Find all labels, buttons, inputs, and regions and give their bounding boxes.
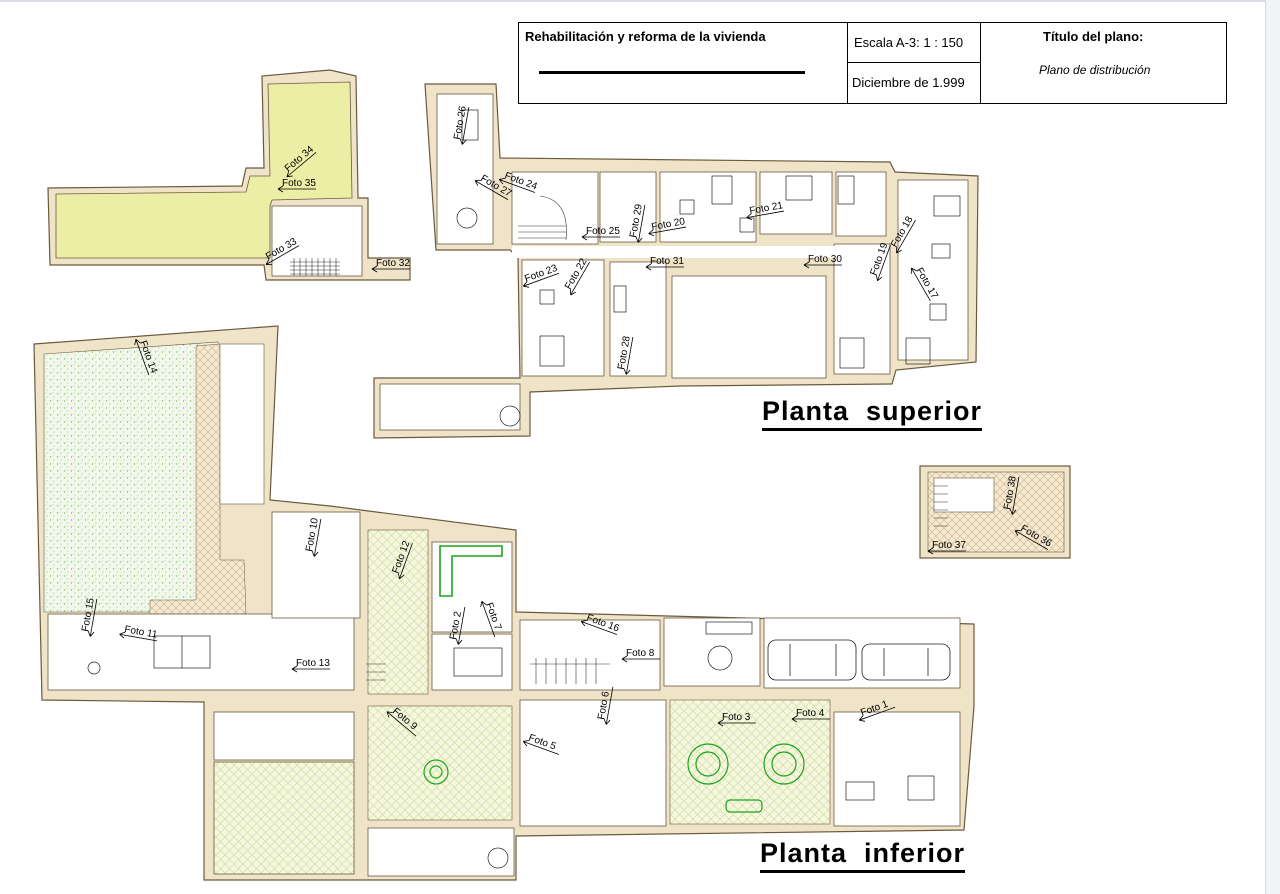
title-block-scale: Escala A-3: 1 : 150: [847, 22, 981, 63]
photo-arrow-f30: [803, 261, 842, 269]
lower-floor-plan: [33, 325, 975, 881]
photo-arrow-f17: [910, 267, 931, 302]
photo-arrow-f31: [645, 263, 684, 271]
rooftop-box: [919, 465, 1071, 559]
photo-arrow-f10: [311, 518, 322, 557]
photo-arrow-f12: [397, 542, 413, 580]
photo-arrow-f19: [875, 244, 891, 282]
photo-arrow-f2: [455, 606, 466, 645]
title-block-date: Diciembre de 1.999: [847, 62, 981, 104]
project-title: Rehabilitación y reforma de la vivienda: [525, 29, 766, 44]
plan-title-label: Título del plano:: [1043, 29, 1144, 44]
photo-label-f13: Foto 13: [296, 658, 330, 669]
photo-label-f4: Foto 4: [796, 708, 825, 719]
photo-arrow-f23: [522, 272, 560, 288]
photo-arrow-f35: [277, 185, 316, 193]
photo-label-f25: Foto 25: [586, 226, 620, 237]
photo-arrow-f28: [623, 336, 634, 375]
terrace-block: [47, 69, 411, 281]
title-block-plan: Título del plano: Plano de distribución: [980, 22, 1227, 104]
photo-arrow-f16: [580, 619, 618, 635]
photo-arrow-f34: [286, 152, 317, 178]
photo-arrow-f5: [522, 739, 560, 755]
photo-label-f32: Foto 32: [376, 258, 410, 269]
photo-arrow-f33: [265, 245, 300, 266]
photo-label-f8: Foto 8: [626, 648, 655, 659]
scale-text: Escala A-3: 1 : 150: [854, 35, 964, 50]
photo-arrow-f7: [480, 600, 496, 638]
photo-arrow-f15: [87, 598, 98, 637]
photo-arrow-f29: [635, 204, 646, 243]
photo-label-f31: Foto 31: [650, 256, 684, 267]
photo-arrow-f25: [581, 233, 620, 241]
photo-label-f35: Foto 35: [282, 178, 316, 189]
photo-arrow-f24: [498, 177, 536, 193]
upper-floor-label: Planta superior: [762, 396, 983, 431]
date-text: Diciembre de 1.999: [852, 75, 965, 90]
viewer-scrollbar[interactable]: [1265, 0, 1280, 894]
photo-arrow-f18: [896, 219, 916, 254]
photo-arrow-f20: [648, 226, 687, 237]
photo-arrow-f9: [386, 711, 417, 737]
photo-arrow-f13: [291, 665, 330, 673]
photo-arrow-f14: [134, 338, 150, 376]
plan-title: Plano de distribución: [1039, 63, 1151, 77]
photo-arrow-f26: [459, 106, 470, 145]
photo-arrow-f8: [621, 655, 660, 663]
photo-label-f30: Foto 30: [808, 254, 842, 265]
photo-arrow-f3: [717, 719, 756, 727]
upper-floor-plan: [373, 83, 979, 439]
photo-arrow-f1: [858, 706, 896, 722]
photo-arrow-f22: [570, 261, 590, 296]
signature-line: [539, 71, 805, 74]
photo-arrow-f4: [791, 715, 830, 723]
photo-arrow-f6: [603, 686, 614, 725]
photo-label-f3: Foto 3: [722, 712, 751, 723]
photo-arrow-f38: [1009, 476, 1020, 515]
photo-arrow-f32: [371, 265, 410, 273]
title-block-project: Rehabilitación y reforma de la vivienda: [518, 22, 848, 104]
photo-arrow-f37: [927, 547, 966, 555]
photo-arrow-f21: [746, 210, 785, 221]
photo-arrow-f36: [1014, 530, 1049, 550]
lower-floor-label: Planta inferior: [760, 838, 966, 873]
photo-arrow-f11: [119, 631, 158, 642]
photo-label-f37: Foto 37: [932, 540, 966, 551]
photo-arrow-f27: [474, 180, 509, 200]
